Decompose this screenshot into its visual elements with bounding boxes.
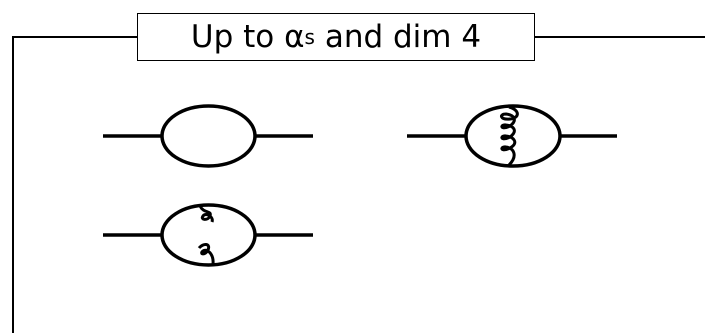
gluon-line-icon [500,105,519,167]
title-prefix: Up to [190,19,285,55]
feynman-diagram-self-energy [103,203,313,267]
feynman-diagram-gluon-exchange [407,104,617,168]
title-suffix: and dim 4 [314,19,482,55]
gluon-upper-icon [198,205,214,223]
alpha-symbol: α [284,19,305,55]
frame [12,36,705,333]
title-subscript: s [304,25,315,49]
feynman-diagram-bubble [103,104,313,168]
gluon-lower-icon [197,243,215,265]
